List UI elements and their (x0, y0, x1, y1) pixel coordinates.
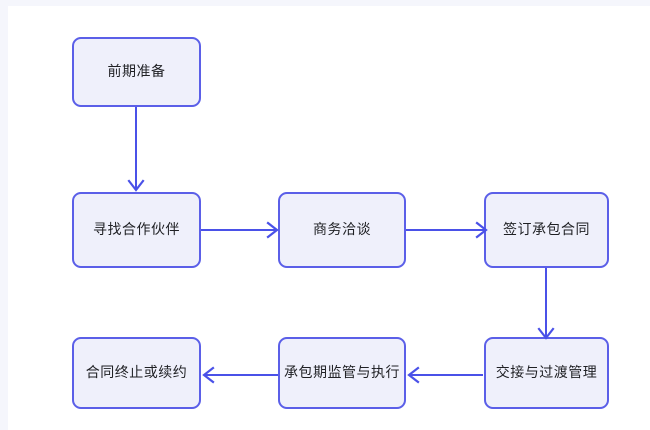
flow-node-label: 寻找合作伙伴 (93, 221, 180, 238)
flow-edge-preparation-to-partners (127, 107, 145, 192)
flow-node-label: 合同终止或续约 (85, 364, 188, 381)
flow-node-business-negotiation[interactable]: 商务洽谈 (278, 192, 406, 268)
flow-node-handover-transition[interactable]: 交接与过渡管理 (484, 337, 609, 409)
flow-node-sign-contract[interactable]: 签订承包合同 (484, 192, 609, 268)
flow-edge-contract-to-handover (537, 268, 555, 340)
flow-node-preliminary-preparation[interactable]: 前期准备 (72, 37, 201, 107)
flow-node-label: 交接与过渡管理 (495, 364, 598, 381)
flow-node-label: 签订承包合同 (503, 221, 590, 238)
flow-edge-negotiation-to-sign-contract (406, 221, 488, 239)
flow-edge-handover-to-supervision (407, 366, 483, 384)
flow-node-label: 前期准备 (107, 63, 166, 80)
flow-edge-supervision-to-termination (202, 366, 278, 384)
flow-node-termination-or-renewal[interactable]: 合同终止或续约 (72, 337, 201, 409)
flow-edge-partners-to-negotiation (201, 221, 279, 239)
flow-node-label: 商务洽谈 (313, 221, 371, 238)
flow-node-find-partners[interactable]: 寻找合作伙伴 (72, 192, 201, 268)
flow-node-supervision-execution[interactable]: 承包期监管与执行 (278, 337, 406, 409)
flow-node-label: 承包期监管与执行 (284, 364, 400, 381)
flowchart-canvas: 前期准备 寻找合作伙伴 商务洽谈 签订承包合同 交接与过渡管理 承包期监管与执行… (8, 6, 650, 430)
